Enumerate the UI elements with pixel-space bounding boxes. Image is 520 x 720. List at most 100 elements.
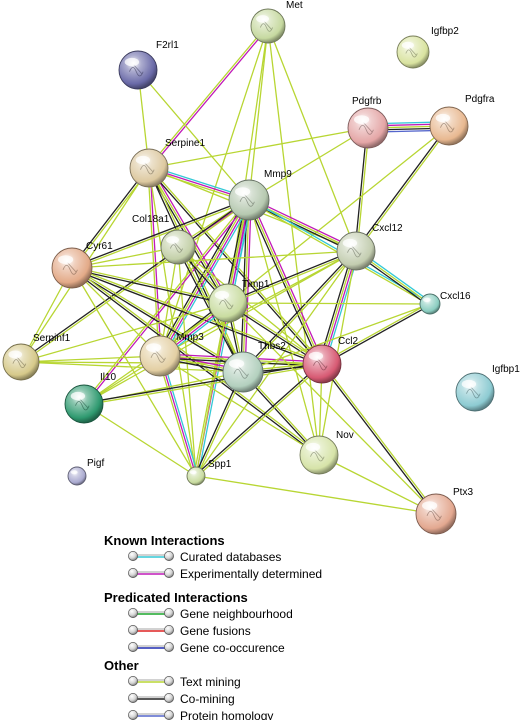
- node-nov[interactable]: Nov: [299, 430, 354, 475]
- node-thbs2[interactable]: Thbs2: [222, 341, 286, 393]
- legend-item-label: Text mining: [180, 675, 241, 689]
- edge-mmp9-il10: [82, 198, 251, 406]
- edge-timp1-cxcl16: [227, 302, 431, 305]
- node-mmp9[interactable]: Mmp9: [228, 169, 292, 221]
- node-timp1[interactable]: Timp1: [208, 279, 270, 323]
- legend-item-label: Curated databases: [180, 550, 281, 564]
- node-cxcl12[interactable]: Cxcl12: [336, 223, 403, 271]
- node-label: Cxcl12: [372, 223, 403, 234]
- edge-timp1-spp1: [195, 302, 229, 477]
- edge-pdgfrb-serpine1: [148, 127, 369, 169]
- node-pigf[interactable]: Pigf: [67, 458, 104, 486]
- node-label: Thbs2: [258, 341, 286, 352]
- legend-item-label: Gene co-occurence: [180, 641, 285, 655]
- edge-ccl2-spp1: [194, 362, 324, 478]
- edge-met-serpine1: [147, 24, 270, 170]
- node-label: Mmp9: [264, 169, 292, 180]
- node-il10[interactable]: Il10: [64, 372, 117, 424]
- edge-cxcl12-cyr61: [71, 250, 357, 269]
- node-label: Col18a1: [132, 214, 170, 225]
- node-met[interactable]: Met: [250, 0, 303, 44]
- edge-mmp3-nov: [159, 355, 320, 456]
- edge-nov-ptx3: [318, 454, 437, 515]
- node-igfbp2[interactable]: Igfbp2: [396, 26, 459, 69]
- edge-met-mmp9: [248, 25, 269, 201]
- edge-spp1-ptx3: [195, 475, 437, 515]
- legend-item-label: Gene neighbourhood: [180, 607, 293, 621]
- node-mmp3[interactable]: Mmp3: [139, 332, 204, 377]
- legend-item-label: Gene fusions: [180, 624, 251, 638]
- edge-cxcl12-thbs2: [241, 249, 358, 374]
- edge-cyr61-ccl2: [70, 266, 324, 366]
- edge-pdgfrb-mmp9: [248, 127, 369, 201]
- legend-item-gene-fusions: Gene fusions: [128, 624, 251, 638]
- node-cyr61[interactable]: Cyr61: [51, 241, 113, 289]
- node-igfbp1[interactable]: Igfbp1: [455, 364, 520, 412]
- edge-il10-spp1: [83, 403, 197, 477]
- node-pdgfrb[interactable]: Pdgfrb: [347, 96, 389, 149]
- edge-serpinf1-thbs2: [20, 361, 244, 373]
- node-label: Igfbp2: [431, 26, 459, 37]
- node-serpine1[interactable]: Serpine1: [129, 138, 205, 188]
- node-serpinf1[interactable]: Serpinf1: [2, 333, 71, 381]
- legend-item-label: Co-mining: [180, 692, 235, 706]
- node-label: Cyr61: [86, 241, 113, 252]
- node-label: Ptx3: [453, 487, 473, 498]
- edge-cxcl12-il10: [83, 250, 357, 405]
- edge-col18a1-ccl2: [177, 246, 323, 365]
- edge-ccl2-il10: [83, 362, 323, 406]
- legend-item-experimentally-determined: Experimentally determined: [128, 567, 322, 581]
- edge-cyr61-mmp3: [71, 267, 161, 357]
- legend-item-gene-neighbourhood: Gene neighbourhood: [128, 607, 293, 621]
- edge-ccl2-ptx3: [320, 362, 438, 516]
- node-label: Pigf: [87, 458, 104, 469]
- edge-met-nov: [267, 25, 320, 456]
- node-label: Mmp3: [176, 332, 204, 343]
- node-ccl2[interactable]: Ccl2: [302, 336, 358, 384]
- edge-mmp3-spp1: [157, 354, 199, 478]
- edge-pdgfra-cxcl12: [354, 124, 451, 253]
- edge-pdgfra-timp1: [227, 125, 450, 304]
- legend-heading: Known Interactions: [104, 533, 225, 548]
- node-col18a1[interactable]: Col18a1: [132, 214, 196, 265]
- node-label: Pdgfrb: [352, 96, 382, 107]
- node-label: Serpine1: [165, 138, 205, 149]
- edge-serpine1-spp1: [148, 167, 197, 477]
- edge-timp1-ptx3: [227, 302, 437, 515]
- edge-serpine1-mmp3: [147, 167, 162, 357]
- node-label: Cxcl16: [440, 291, 471, 302]
- edge-timp1-serpinf1: [20, 302, 229, 363]
- node-ptx3[interactable]: Ptx3: [415, 487, 473, 535]
- node-f2rl1[interactable]: F2rl1: [118, 40, 179, 90]
- legend-item-co-mining: Co-mining: [128, 692, 235, 706]
- edge-mmp9-cyr61: [70, 198, 251, 270]
- node-label: Nov: [336, 430, 354, 441]
- edge-thbs2-cxcl16: [242, 303, 431, 373]
- edge-cxcl12-timp1: [226, 249, 358, 305]
- edge-cxcl12-ccl2: [318, 249, 360, 366]
- edge-serpinf1-mmp3: [20, 355, 161, 363]
- legend-heading: Predicated Interactions: [104, 590, 248, 605]
- node-label: Serpinf1: [33, 333, 71, 344]
- node-pdgfra[interactable]: Pdgfra: [429, 94, 495, 146]
- node-label: F2rl1: [156, 40, 179, 51]
- legend-item-curated-databases: Curated databases: [128, 550, 281, 564]
- node-cxcl16[interactable]: Cxcl16: [419, 291, 471, 315]
- edge-pdgfrb-cxcl12: [354, 127, 370, 252]
- node-label: Pdgfra: [465, 94, 495, 105]
- edge-mmp9-ccl2: [246, 198, 325, 366]
- edge-cyr61-thbs2: [70, 266, 245, 374]
- node-label: Met: [286, 0, 303, 11]
- node-label: Ccl2: [338, 336, 358, 347]
- legend-heading: Other: [104, 658, 139, 673]
- legend-item-text-mining: Text mining: [128, 675, 241, 689]
- legend-item-protein-homology: Protein homology: [128, 709, 273, 720]
- node-label: Spp1: [208, 459, 232, 470]
- legend-item-label: Experimentally determined: [180, 567, 322, 581]
- node-spp1[interactable]: Spp1: [186, 459, 232, 486]
